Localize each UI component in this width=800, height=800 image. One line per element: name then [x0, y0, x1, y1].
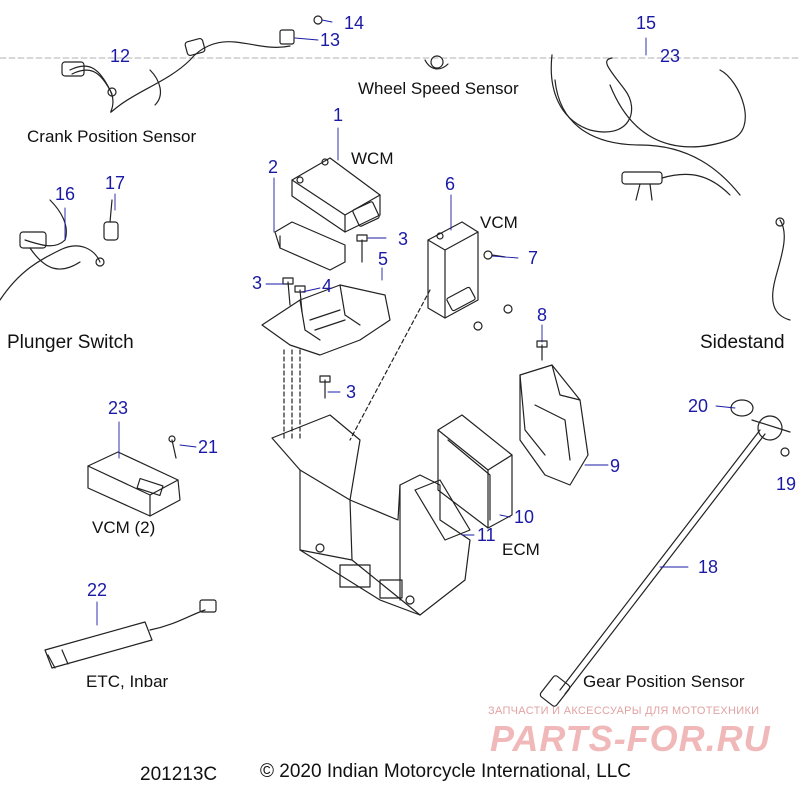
pad-11-drawing [414, 479, 471, 541]
watermark-logo: PARTS-FOR.RU [490, 718, 771, 759]
callout-10: 10 [514, 507, 535, 527]
part-17-drawing [103, 199, 119, 241]
fasteners-3-4-drawing [282, 234, 368, 399]
vcm-module-drawing [427, 221, 479, 319]
label-crank-position-sensor: Crank Position Sensor [27, 127, 197, 146]
sidestand-sensor-drawing [772, 217, 791, 321]
wcm-module-drawing [291, 157, 381, 233]
label-gear-position-sensor: Gear Position Sensor [583, 672, 745, 691]
label-wcm: WCM [351, 149, 394, 168]
callout-7: 7 [528, 248, 539, 268]
wheel-speed-sensor-drawing [424, 55, 449, 70]
label-wheel-speed-sensor: Wheel Speed Sensor [358, 79, 519, 98]
label-vcm2: VCM (2) [92, 518, 156, 537]
diagram-code: 201213C [140, 764, 218, 785]
copyright-text: © 2020 Indian Motorcycle International, … [260, 761, 631, 782]
main-tray-drawing [271, 414, 471, 616]
callout-6: 6 [445, 174, 456, 194]
callout-4: 4 [322, 276, 333, 296]
leader-lines [64, 19, 736, 626]
label-vcm: VCM [480, 213, 518, 232]
callout-22: 22 [87, 580, 108, 600]
label-plunger-switch: Plunger Switch [7, 332, 134, 353]
ecm-drawing [437, 414, 513, 529]
etc-inbar-drawing [44, 599, 217, 669]
callout-5: 5 [378, 249, 389, 269]
callout-8: 8 [537, 305, 548, 325]
callout-19: 19 [776, 474, 797, 494]
callout-3-c: 3 [346, 382, 357, 402]
callout-23: 23 [108, 398, 129, 418]
vcm2-module-drawing [87, 451, 181, 517]
callout-17: 17 [105, 173, 126, 193]
crank-sensor-drawing [61, 37, 291, 113]
callout-9: 9 [610, 456, 621, 476]
callout-3-a: 3 [398, 229, 409, 249]
harness-15-drawing [550, 54, 746, 201]
callout-11: 11 [477, 525, 496, 545]
label-sidestand: Sidestand [700, 332, 785, 353]
callout-12: 12 [110, 46, 131, 66]
label-etc-inbar: ETC, Inbar [86, 672, 169, 691]
callout-2: 2 [268, 157, 279, 177]
bracket-9-drawing [519, 364, 589, 486]
callout-14: 14 [344, 13, 365, 33]
callout-18: 18 [698, 557, 719, 577]
callout-3-b: 3 [252, 273, 263, 293]
callout-21: 21 [198, 437, 219, 457]
callout-16: 16 [55, 184, 76, 204]
plunger-switch-drawing [0, 199, 105, 301]
screw-19-drawing [780, 447, 790, 457]
bracket-5-drawing [261, 284, 391, 356]
callout-15: 15 [636, 13, 657, 33]
watermark-tagline: ЗАПЧАСТИ И АКСЕССУАРЫ ДЛЯ МОТОТЕХНИКИ [488, 705, 760, 717]
callout-1: 1 [333, 105, 344, 125]
callout-13: 13 [320, 30, 341, 50]
label-ecm: ECM [502, 540, 540, 559]
gear-position-sensor-drawing [539, 415, 791, 707]
callout-20: 20 [688, 396, 709, 416]
callout-23-b: 23 [660, 46, 681, 66]
bracket-2-drawing [274, 221, 346, 271]
